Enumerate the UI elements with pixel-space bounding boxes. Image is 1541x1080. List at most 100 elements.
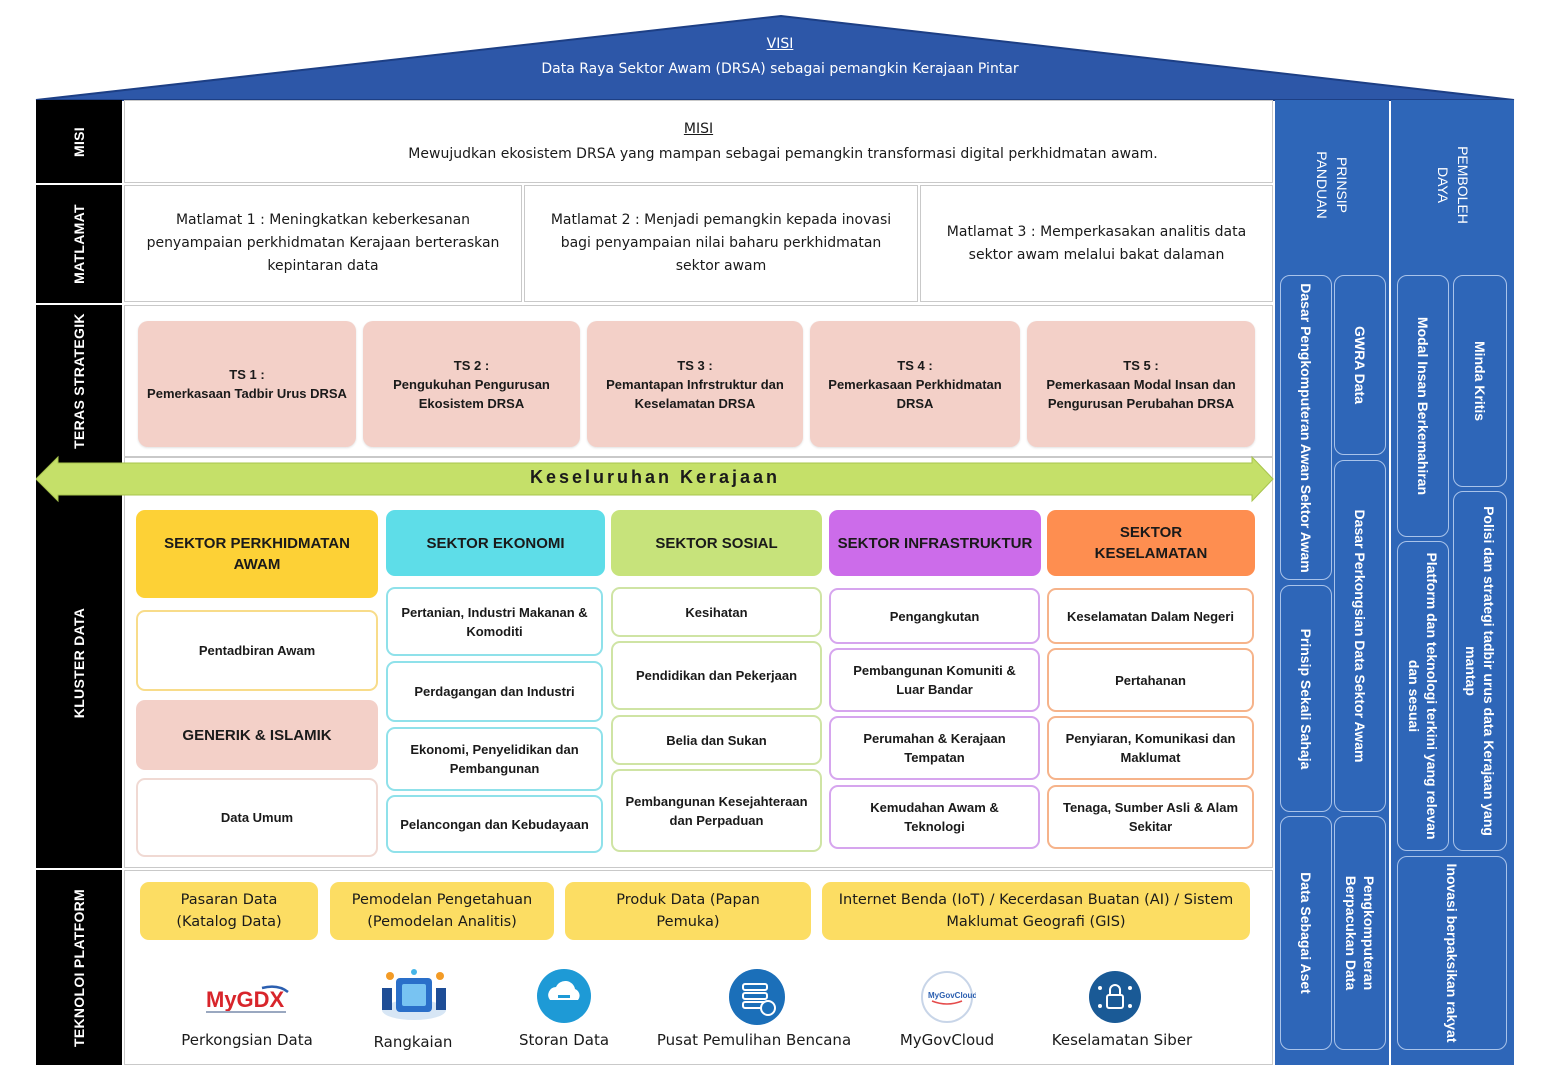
cluster-perdagangan: Perdagangan dan Industri: [386, 661, 603, 722]
pemboleh-inovasi: Inovasi berpaksikan rakyat: [1397, 856, 1507, 1050]
prinsip-data-aset: Data Sebagai Aset: [1280, 816, 1332, 1050]
cyber-lock-icon: [1088, 970, 1142, 1024]
prinsip-sekali-sahaja-label: Prinsip Sekali Sahaja: [1298, 628, 1314, 769]
ts-2-code: TS 2 :: [453, 357, 490, 373]
prinsip-pengkomputeran-label: Pengkomputeran Berpacukan Data: [1343, 875, 1377, 991]
matlamat-3: Matlamat 3 : Memperkasakan analitis data…: [920, 185, 1273, 302]
cluster-penyiaran: Penyiaran, Komunikasi dan Maklumat: [1047, 716, 1254, 780]
ts-5-text: Pemerkasaan Modal Insan dan Pengurusan P…: [1046, 376, 1236, 411]
cluster-pertahanan: Pertahanan: [1047, 648, 1254, 712]
cluster-pendidikan: Pendidikan dan Pekerjaan: [611, 641, 822, 710]
pemboleh-modal-insan: Modal Insan Berkemahiran: [1397, 275, 1449, 537]
cluster-data-umum: Data Umum: [136, 778, 378, 857]
visi-text: Data Raya Sektor Awam (DRSA) sebagai pem…: [541, 61, 1019, 77]
cluster-perumahan: Perumahan & Kerajaan Tempatan: [829, 716, 1040, 780]
prinsip-data-aset-label: Data Sebagai Aset: [1298, 872, 1314, 994]
pemboleh-minda-kritis: Minda Kritis: [1453, 275, 1507, 487]
ts-1: TS 1 :Pemerkasaan Tadbir Urus DRSA: [138, 321, 356, 447]
prinsip-sekali-sahaja: Prinsip Sekali Sahaja: [1280, 585, 1332, 812]
prinsip-dasar-perkongsian-label: Dasar Perkongsian Data Sektor Awam: [1352, 509, 1368, 763]
mygdx-logo-text: MyGDX: [206, 987, 285, 1012]
matlamat-1: Matlamat 1 : Meningkatkan keberkesanan p…: [124, 185, 522, 302]
ts-3: TS 3 :Pemantapan Infrstruktur dan Kesela…: [587, 321, 803, 447]
cluster-pertanian: Pertanian, Industri Makanan & Komoditi: [386, 587, 603, 656]
misi-panel: MISI Mewujudkan ekosistem DRSA yang mamp…: [124, 100, 1273, 183]
row-label-teras-text: TERAS STRATEGIK: [71, 313, 87, 449]
cluster-pentadbiran-awam: Pentadbiran Awam: [136, 610, 378, 691]
pemboleh-daya-column: [1391, 100, 1514, 1065]
keseluruhan-arrow: [36, 455, 1274, 503]
prinsip-dasar-perkongsian: Dasar Perkongsian Data Sektor Awam: [1334, 460, 1386, 812]
tool-label-storan: Storan Data: [518, 1031, 610, 1049]
prinsip-gwra-label: GWRA Data: [1352, 325, 1368, 405]
sector-keselamatan-header: SEKTOR KESELAMATAN: [1047, 510, 1255, 576]
row-label-teknologi: TEKNOLOI PLATFORM: [36, 870, 122, 1065]
cluster-tenaga: Tenaga, Sumber Asli & Alam Sekitar: [1047, 785, 1254, 849]
ts-4-text: Pemerkasaan Perkhidmatan DRSA: [828, 376, 1002, 411]
misi-text: Mewujudkan ekosistem DRSA yang mampan se…: [408, 146, 1158, 162]
visi-heading: VISI: [766, 36, 794, 52]
pemboleh-daya-title: PEMBOLEH DAYA: [1434, 146, 1471, 224]
prinsip-panduan-title: PRINSIP PANDUAN: [1314, 151, 1350, 219]
row-label-teknologi-text: TEKNOLOI PLATFORM: [71, 888, 87, 1047]
generik-islamik-header: GENERIK & ISLAMIK: [136, 700, 378, 770]
tool-label-mygovcloud: MyGovCloud: [899, 1031, 995, 1049]
ts-4: TS 4 : Pemerkasaan Perkhidmatan DRSA: [810, 321, 1020, 447]
roof-shape: [35, 14, 1515, 101]
row-label-kluster-text: KLUSTER DATA: [71, 607, 87, 718]
mygovcloud-logo: MyGovCloud: [918, 970, 977, 1024]
ts-5: TS 5 : Pemerkasaan Modal Insan dan Pengur…: [1027, 321, 1255, 447]
pemboleh-polisi: Polisi dan strategi tadbir urus data Ker…: [1453, 491, 1507, 851]
matlamat-2: Matlamat 2 : Menjadi pemangkin kepada in…: [524, 185, 918, 302]
prinsip-title-holder: PRINSIP PANDUAN: [1275, 100, 1389, 270]
platform-iot-ai-gis: Internet Benda (IoT) / Kecerdasan Buatan…: [822, 882, 1250, 940]
tool-label-rangkaian: Rangkaian: [373, 1033, 453, 1051]
misi-heading: MISI: [683, 121, 714, 137]
cluster-kesihatan: Kesihatan: [611, 587, 822, 637]
arrow-label: Keseluruhan Kerajaan: [529, 467, 781, 487]
ts-5-code: TS 5 :: [1123, 357, 1159, 373]
pemboleh-minda-kritis-label: Minda Kritis: [1472, 340, 1488, 422]
row-label-misi: MISI: [36, 100, 122, 183]
cluster-pengangkutan: Pengangkutan: [829, 588, 1040, 644]
prinsip-pengkomputeran: Pengkomputeran Berpacukan Data: [1334, 816, 1386, 1050]
sector-perkhidmatan-header: SEKTOR PERKHIDMATAN AWAM: [136, 510, 378, 598]
pemboleh-modal-insan-label: Modal Insan Berkemahiran: [1415, 316, 1431, 496]
ts-2: TS 2 : Pengukuhan Pengurusan Ekosistem DR…: [363, 321, 580, 447]
cluster-keselamatan-dalam-negeri: Keselamatan Dalam Negeri: [1047, 588, 1254, 644]
sector-sosial-header: SEKTOR SOSIAL: [611, 510, 822, 576]
tool-label-pusat-pemulihan: Pusat Pemulihan Bencana: [656, 1031, 852, 1049]
cluster-kemudahan: Kemudahan Awam & Teknologi: [829, 785, 1040, 849]
sector-ekonomi-header: SEKTOR EKONOMI: [386, 510, 605, 576]
cluster-kesejahteraan: Pembangunan Kesejahteraan dan Perpaduan: [611, 769, 822, 852]
cluster-ekonomi-penyelidikan: Ekonomi, Penyelidikan dan Pembangunan: [386, 727, 603, 791]
ts-4-code: TS 4 :: [897, 357, 933, 373]
pemboleh-platform: Platform dan teknologi terkini yang rele…: [1397, 541, 1449, 851]
row-label-matlamat: MATLAMAT: [36, 185, 122, 303]
mygovcloud-logo-text: MyGovCloud: [928, 991, 976, 1000]
network-icon: [376, 968, 452, 1026]
mygdx-logo: MyGDX: [200, 982, 295, 1018]
platform-pasaran-data: Pasaran Data (Katalog Data): [140, 882, 318, 940]
tool-label-keselamatan-siber: Keselamatan Siber: [1051, 1031, 1193, 1049]
sector-infrastruktur-header: SEKTOR INFRASTRUKTUR: [829, 510, 1041, 576]
row-label-misi-text: MISI: [71, 126, 87, 157]
cloud-storage-icon: [536, 968, 592, 1024]
platform-produk-data: Produk Data (Papan Pemuka): [565, 882, 811, 940]
cluster-belia: Belia dan Sukan: [611, 715, 822, 765]
pemboleh-title-holder: PEMBOLEH DAYA: [1391, 100, 1514, 270]
row-label-teras: TERAS STRATEGIK: [36, 305, 122, 457]
row-label-kluster: KLUSTER DATA: [36, 457, 122, 868]
ts-2-text: Pengukuhan Pengurusan Ekosistem DRSA: [393, 376, 550, 411]
prinsip-dasar-awan-label: Dasar Pengkomputeran Awan Sektor Awam: [1298, 282, 1314, 573]
server-recovery-icon: [728, 968, 786, 1026]
pemboleh-polisi-label: Polisi dan strategi tadbir urus data Ker…: [1463, 506, 1497, 836]
ts-1-text: Pemerkasaan Tadbir Urus DRSA: [147, 386, 347, 401]
platform-pemodelan: Pemodelan Pengetahuan (Pemodelan Analiti…: [330, 882, 554, 940]
cluster-pelancongan: Pelancongan dan Kebudayaan: [386, 795, 603, 853]
prinsip-panduan-column: [1275, 100, 1389, 1065]
prinsip-dasar-awan: Dasar Pengkomputeran Awan Sektor Awam: [1280, 275, 1332, 580]
pemboleh-platform-label: Platform dan teknologi terkini yang rele…: [1406, 552, 1440, 840]
arrow-shape: [36, 455, 1274, 503]
row-label-matlamat-text: MATLAMAT: [71, 204, 87, 284]
